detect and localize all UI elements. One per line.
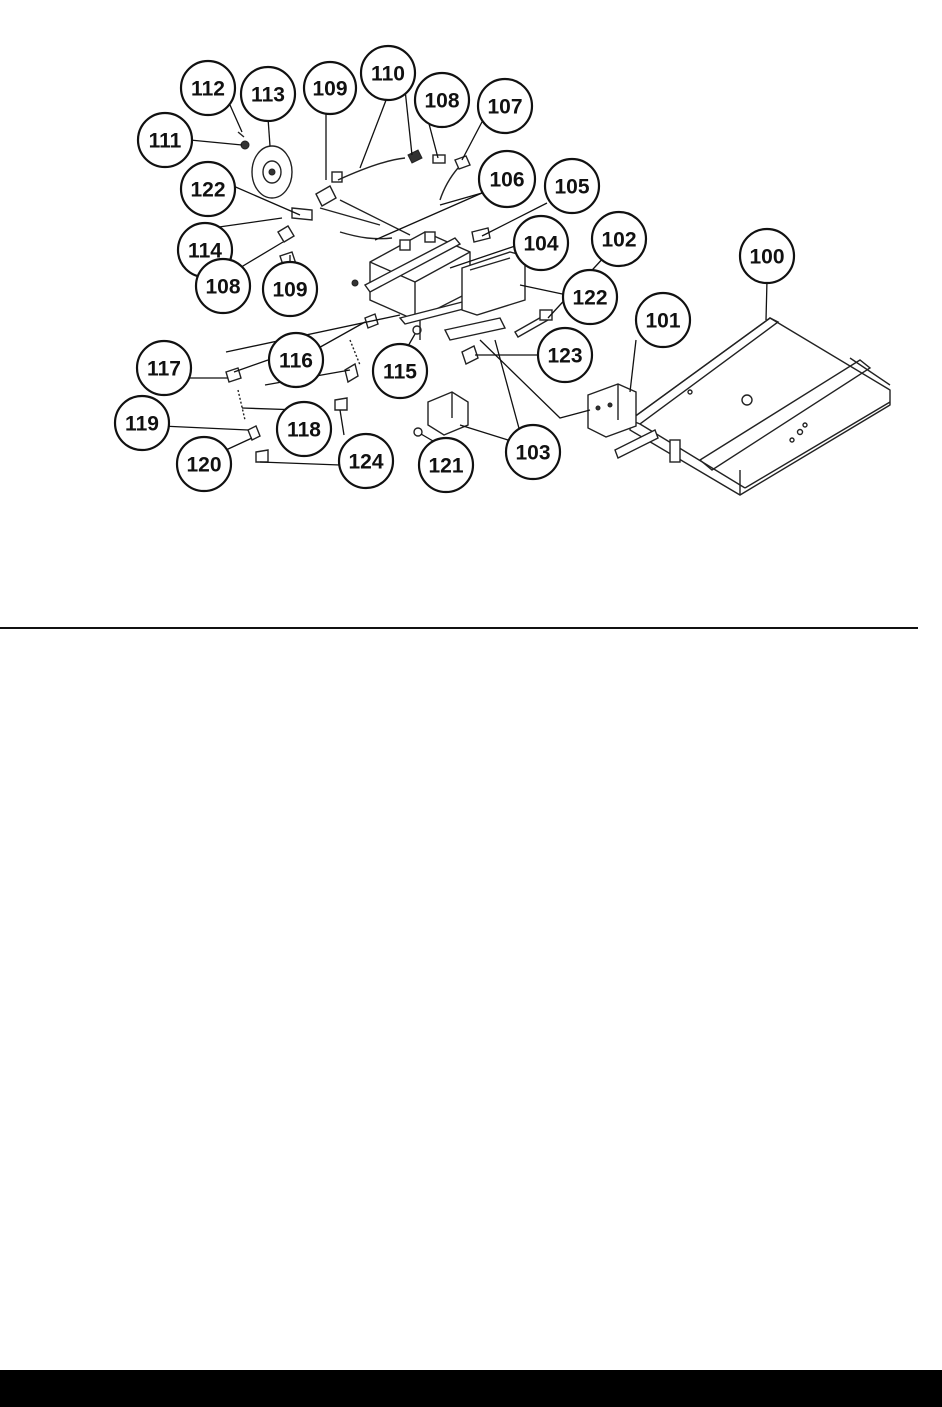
callout-124: 124 [337,432,395,490]
callout-120: 120 [175,435,233,493]
callout-circle [477,149,537,209]
callout-label: 108 [424,90,459,113]
callout-circle [302,60,358,116]
callout-109: 109 [261,260,319,318]
callout-circle [239,65,297,123]
callout-circle [543,157,601,215]
callout-label: 114 [188,240,222,263]
callout-label: 101 [645,310,680,333]
callout-label: 112 [191,78,225,101]
callout-circle [261,260,319,318]
callout-115: 115 [371,342,429,400]
callout-label: 124 [348,451,383,474]
callout-106: 106 [477,149,537,209]
callout-circle [175,435,233,493]
part-103-bracket [427,391,469,436]
callout-label: 119 [125,413,159,436]
callout-circle [590,210,648,268]
callout-label: 108 [205,276,240,299]
callout-circle [417,436,475,494]
part-100-trailer-frame [614,317,891,496]
callout-100: 100 [738,227,796,285]
callout-circle [634,291,692,349]
part-102-bolt [514,309,553,338]
callout-circle [359,44,417,102]
callout-bubbles: 112 113 109 110 108 107 111 106 105 122 104 102 100 1… [113,44,796,494]
callout-104: 104 [512,214,570,272]
callout-113: 113 [239,65,297,123]
callout-122: 122 [179,160,237,218]
callout-label: 109 [272,279,307,302]
callout-121: 121 [417,436,475,494]
footer-bar [0,1370,942,1407]
callout-103: 103 [504,423,562,481]
callout-label: 116 [279,350,313,373]
callout-label: 113 [251,84,285,107]
callout-122: 122 [561,268,619,326]
callout-circle [113,394,171,452]
callout-112: 112 [179,59,237,117]
callout-label: 122 [572,287,607,310]
callout-circle [136,111,194,169]
part-104-battery-box [351,231,477,340]
callout-circle [179,160,237,218]
callout-circle [536,326,594,384]
callout-118: 118 [275,400,333,458]
callout-circle [561,268,619,326]
callout-circle [512,214,570,272]
callout-label: 109 [312,78,347,101]
callout-label: 118 [287,419,321,442]
callout-circle [135,339,193,397]
callout-109: 109 [302,60,358,116]
callout-circle [504,423,562,481]
callout-circle [194,257,252,315]
callout-circle [476,77,534,135]
callout-circle [267,331,325,389]
callout-label: 120 [186,454,221,477]
callout-circle [371,342,429,400]
callout-116: 116 [267,331,325,389]
part-113-pulley [251,145,293,199]
callout-105: 105 [543,157,601,215]
exploded-parts-diagram: 112 113 109 110 108 107 111 106 105 122 104 102 100 1… [113,44,891,496]
callout-101: 101 [634,291,692,349]
callout-circle [413,71,471,129]
callout-circle [738,227,796,285]
callout-label: 100 [749,246,784,269]
callout-label: 105 [554,176,589,199]
callout-label: 106 [489,169,524,192]
callout-123: 123 [536,326,594,384]
callout-label: 103 [515,442,550,465]
callout-label: 111 [149,130,182,153]
callout-108: 108 [413,71,471,129]
callout-label: 102 [601,229,636,252]
callout-107: 107 [476,77,534,135]
callout-label: 104 [523,233,558,256]
part-101-bracket [587,383,637,438]
callout-circle [275,400,333,458]
callout-108: 108 [194,257,252,315]
callout-label: 123 [547,345,582,368]
callout-label: 121 [428,455,463,478]
callout-circle [179,59,237,117]
callout-label: 107 [487,96,522,119]
callout-circle [337,432,395,490]
callout-label: 115 [383,361,417,384]
callout-label: 122 [190,179,225,202]
callout-102: 102 [590,210,648,268]
callout-119: 119 [113,394,171,452]
horizontal-rule [0,627,918,629]
callout-111: 111 [136,111,194,169]
callout-label: 110 [371,63,405,86]
callout-110: 110 [359,44,417,102]
part-122-cover-plate [461,251,526,316]
callout-label: 117 [147,358,181,381]
callout-117: 117 [135,339,193,397]
